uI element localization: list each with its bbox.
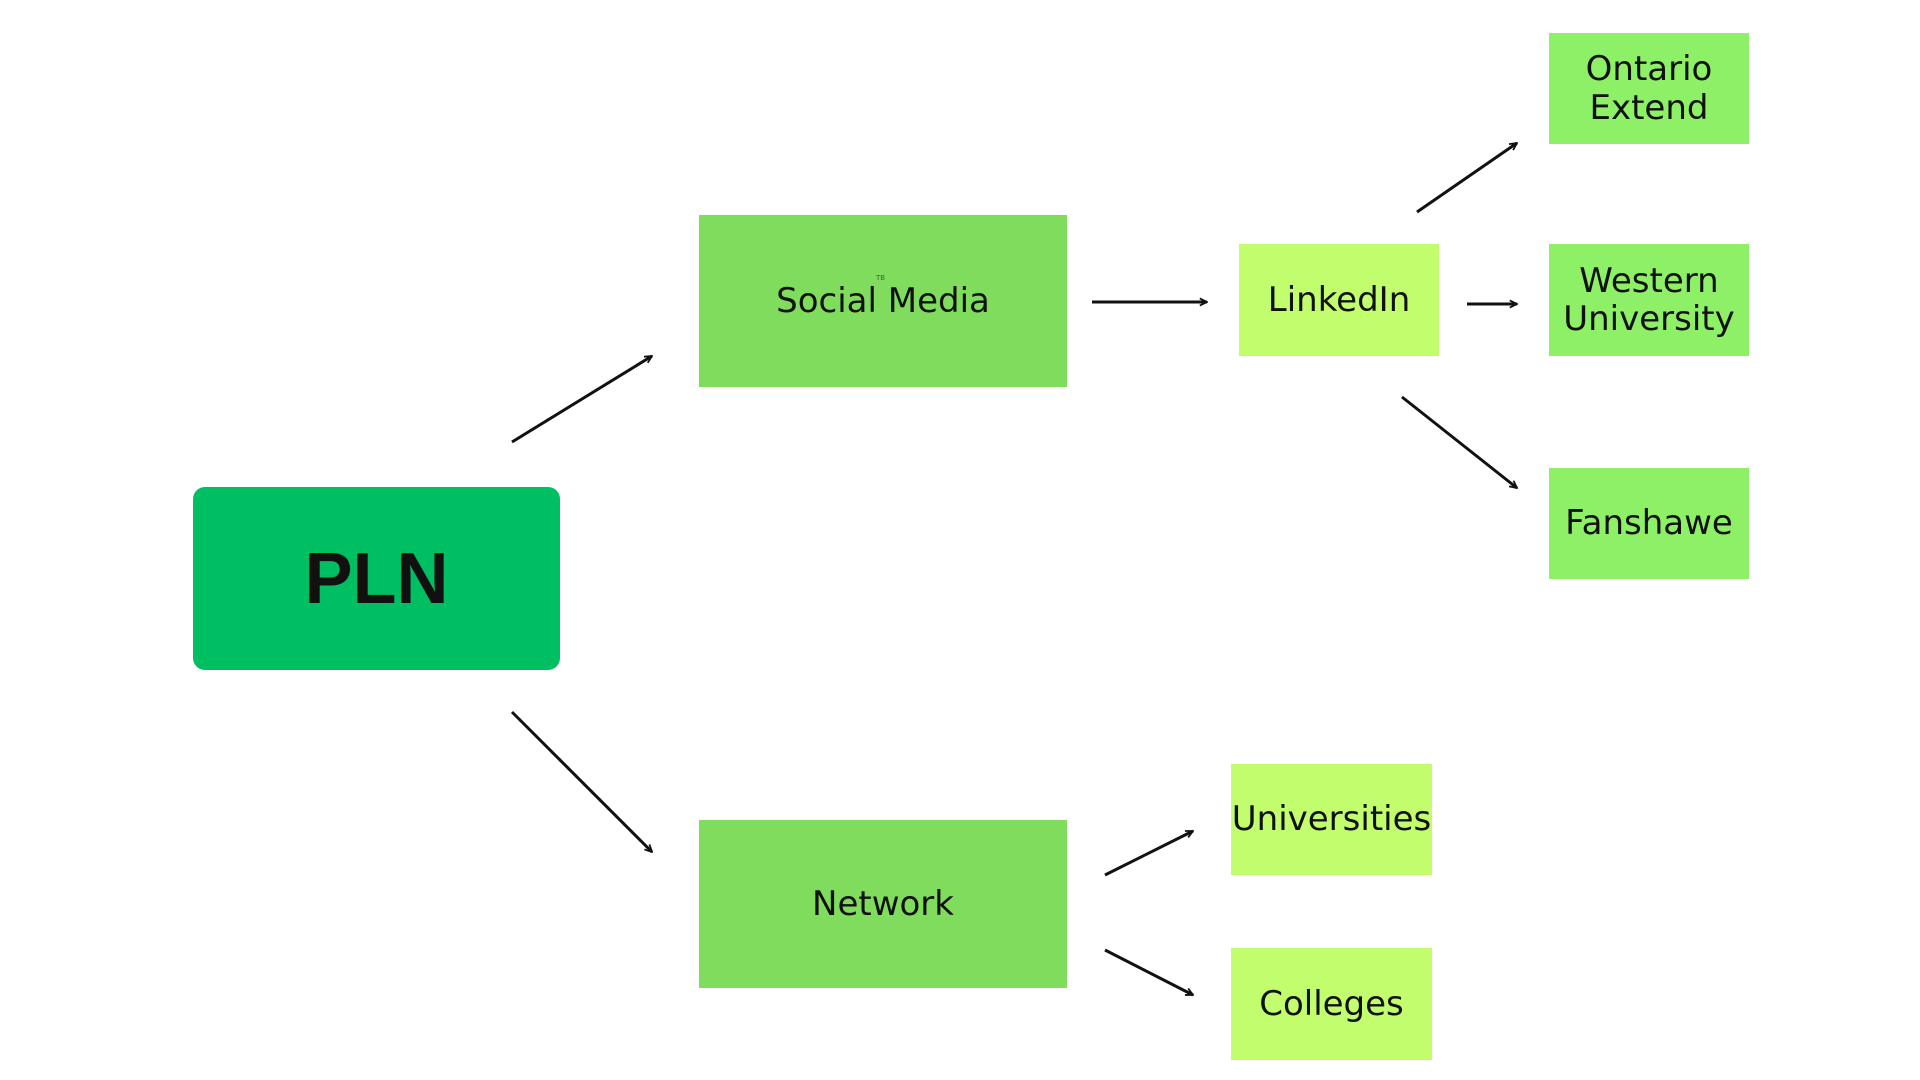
node-network-label: Network xyxy=(812,884,954,924)
node-pln-label: PLN xyxy=(304,538,449,619)
node-fanshawe-label: Fanshawe xyxy=(1565,503,1733,544)
node-colleges-label: Colleges xyxy=(1259,983,1404,1024)
node-ontario-extend: Ontario Extend xyxy=(1549,33,1749,144)
arrow-pln-to-social-media xyxy=(511,354,652,444)
node-social-media: Social Media xyxy=(699,215,1067,387)
node-western-university: Western University xyxy=(1549,244,1749,356)
node-network: Network xyxy=(699,820,1067,988)
arrow-pln-to-network xyxy=(510,710,652,852)
node-social-media-label: Social Media xyxy=(776,281,990,321)
node-linkedin: LinkedIn xyxy=(1239,244,1439,356)
node-ontario-extend-label: Ontario Extend xyxy=(1585,49,1713,128)
arrow-linkedin-to-ontario-extend xyxy=(1416,141,1517,214)
node-western-university-label: Western University xyxy=(1563,260,1735,339)
node-linkedin-label: LinkedIn xyxy=(1267,280,1411,320)
tiny-artifact-mark: TB xyxy=(876,274,886,282)
arrow-network-to-colleges xyxy=(1104,948,1193,997)
node-universities: Universities xyxy=(1231,764,1432,875)
node-universities-label: Universities xyxy=(1231,799,1432,840)
arrow-linkedin-to-fanshawe xyxy=(1401,395,1517,488)
arrow-network-to-universities xyxy=(1104,829,1193,877)
node-pln: PLN xyxy=(193,487,560,670)
node-fanshawe: Fanshawe xyxy=(1549,468,1749,579)
node-colleges: Colleges xyxy=(1231,948,1432,1060)
